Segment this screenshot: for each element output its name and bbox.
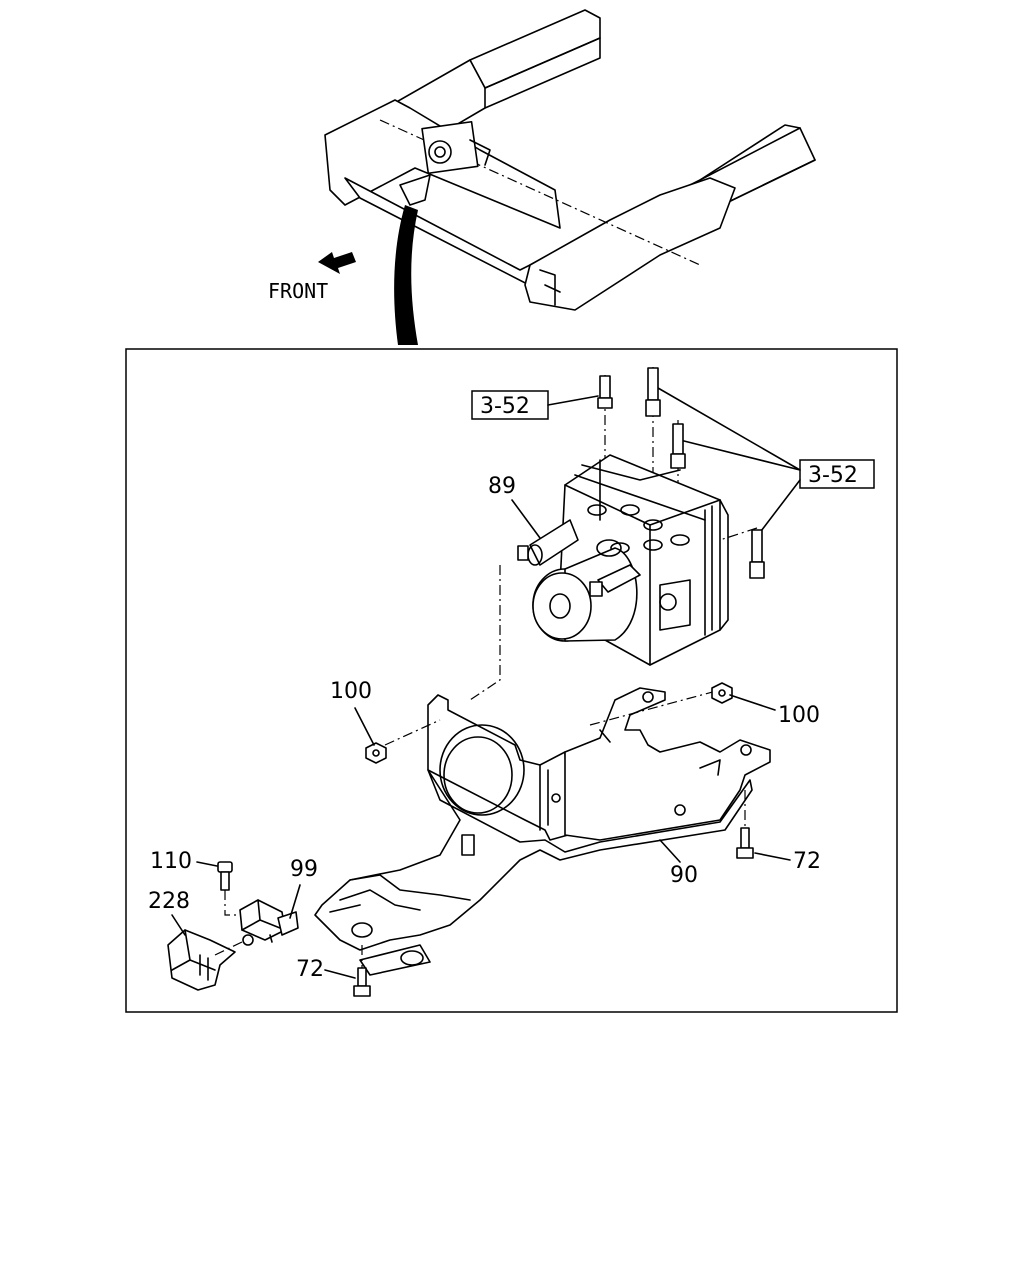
leader-90 <box>659 839 681 863</box>
callout-100-left: 100 <box>330 679 372 704</box>
leader-72-left <box>324 969 356 979</box>
leader-99 <box>289 884 301 919</box>
mounting-bracket <box>314 687 771 976</box>
abs-hydraulic-unit <box>517 454 729 666</box>
leader-100-left <box>354 707 375 746</box>
abs-unit-overview <box>399 120 491 206</box>
ref-box-top-label: 3-52 <box>480 394 530 419</box>
frame-centerline <box>379 119 701 266</box>
detail-pointer-swoosh <box>394 205 418 345</box>
leader-89 <box>511 499 541 539</box>
callout-89: 89 <box>488 474 516 499</box>
callout-72-left: 72 <box>296 957 324 982</box>
frame-rail-left <box>469 9 601 89</box>
nut-left <box>365 742 387 764</box>
sensor-bracket-228 <box>167 929 243 991</box>
dash-89-bracket <box>469 565 501 701</box>
ref-leaders-right <box>657 387 801 536</box>
bolt-110 <box>217 861 242 916</box>
ref-leader-top <box>547 395 599 406</box>
ref-box-right-label: 3-52 <box>808 463 858 488</box>
leader-228 <box>171 914 186 936</box>
frame-crossmember-rear <box>524 177 736 311</box>
front-arrow-icon <box>318 252 356 274</box>
callout-72-right: 72 <box>793 849 821 874</box>
bolt-72-left <box>353 945 371 997</box>
callout-90: 90 <box>670 863 698 888</box>
leader-72-right <box>754 852 791 861</box>
front-label: FRONT <box>268 279 328 303</box>
vehicle-frame-overview: FRONT <box>268 9 816 345</box>
ref-box-top: 3-52 <box>471 390 549 420</box>
leader-100-right <box>729 694 776 711</box>
yaw-sensor-99 <box>239 899 299 946</box>
callout-99: 99 <box>290 857 318 882</box>
callout-228: 228 <box>148 889 190 914</box>
leader-110 <box>196 861 218 867</box>
nut-right <box>711 682 733 704</box>
frame-crossmember-rear-detail <box>539 269 561 306</box>
callout-100-right: 100 <box>778 703 820 728</box>
frame-rail-left-edge <box>484 37 601 109</box>
ref-box-right: 3-52 <box>799 459 875 489</box>
bolt-72-right <box>736 790 754 859</box>
callout-110: 110 <box>150 849 192 874</box>
